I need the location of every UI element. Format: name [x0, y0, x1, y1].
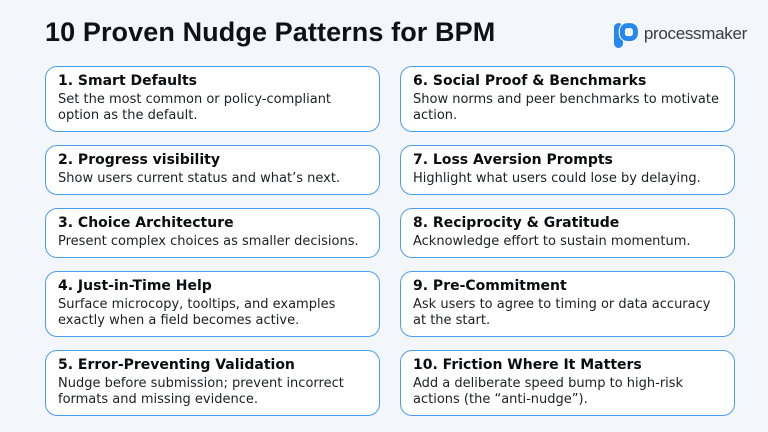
card-title: 4. Just-in-Time Help: [58, 277, 212, 294]
card-title: 10. Friction Where It Matters: [413, 356, 642, 373]
card-title: 7. Loss Aversion Prompts: [413, 152, 613, 169]
card-description: Nudge before submission; prevent incorre…: [58, 375, 344, 407]
card-choice-architecture: 3. Choice Architecture Present complex c…: [45, 207, 380, 258]
page-title: 10 Proven Nudge Patterns for BPM: [45, 17, 496, 47]
card-title: 9. Pre-Commitment: [413, 277, 567, 294]
card-smart-defaults: 1. Smart Defaults Set the most common or…: [45, 66, 380, 133]
brand-name: processmaker: [643, 24, 747, 43]
card-description: Show norms and peer benchmarks to motiva…: [413, 91, 719, 123]
card-just-in-time-help: 4. Just-in-Time Help Surface microcopy, …: [45, 270, 380, 337]
cards-grid: 1. Smart Defaults Set the most common or…: [45, 66, 735, 416]
card-title: 5. Error-Preventing Validation: [58, 356, 295, 373]
card-progress-visibility: 2. Progress visibility Show users curren…: [45, 145, 380, 195]
card-social-proof-benchmarks: 6. Social Proof & Benchmarks Show norms …: [400, 66, 735, 133]
processmaker-p-icon: [610, 20, 638, 48]
card-title: 1. Smart Defaults: [58, 73, 197, 89]
card-pre-commitment: 9. Pre-Commitment Ask users to agree to …: [400, 270, 735, 337]
card-description: Ask users to agree to timing or data acc…: [413, 296, 711, 328]
card-description: Acknowledge effort to sustain momentum.: [413, 233, 691, 249]
card-reciprocity-gratitude: 8. Reciprocity & Gratitude Acknowledge e…: [400, 207, 735, 258]
card-description: Highlight what users could lose by delay…: [413, 170, 701, 186]
header: 10 Proven Nudge Patterns for BPM process…: [45, 14, 747, 52]
card-loss-aversion-prompts: 7. Loss Aversion Prompts Highlight what …: [400, 145, 735, 195]
card-description: Present complex choices as smaller decis…: [58, 233, 359, 249]
card-error-preventing-validation: 5. Error-Preventing Validation Nudge bef…: [45, 349, 380, 416]
card-title: 3. Choice Architecture: [58, 214, 234, 231]
card-title: 8. Reciprocity & Gratitude: [413, 214, 620, 231]
brand-logo: processmaker: [610, 20, 747, 48]
card-description: Add a deliberate speed bump to high-risk…: [413, 375, 684, 407]
card-title: 6. Social Proof & Benchmarks: [413, 73, 647, 89]
card-description: Set the most common or policy-compliant …: [58, 91, 332, 123]
card-title: 2. Progress visibility: [58, 152, 220, 169]
card-description: Surface microcopy, tooltips, and example…: [58, 296, 336, 328]
card-description: Show users current status and what’s nex…: [58, 170, 341, 186]
card-friction-where-it-matters: 10. Friction Where It Matters Add a deli…: [400, 349, 735, 416]
